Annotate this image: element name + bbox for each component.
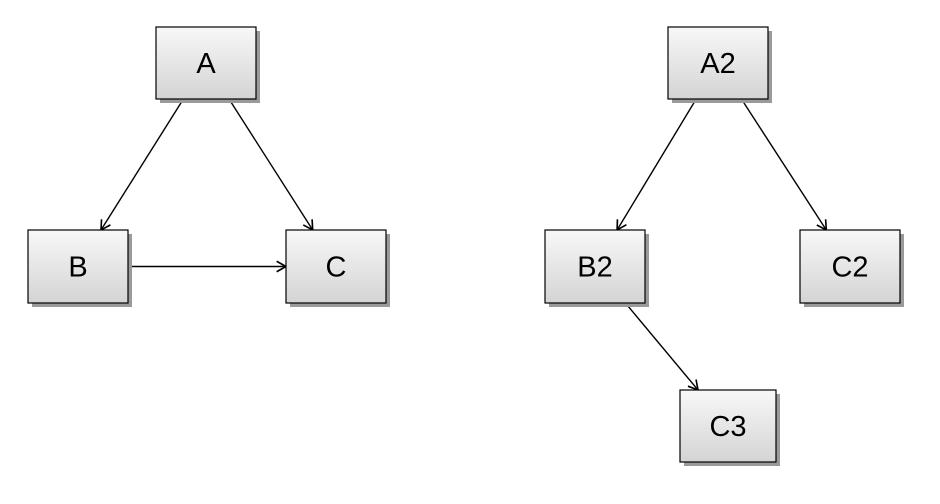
edge-A-to-B bbox=[100, 98, 184, 232]
node-A2: A2 bbox=[667, 26, 772, 103]
node-label: C2 bbox=[831, 252, 868, 284]
node-box bbox=[155, 26, 257, 100]
node-label: A2 bbox=[700, 48, 735, 80]
node-label: B2 bbox=[577, 252, 612, 284]
node-label: C bbox=[326, 252, 347, 284]
node-box bbox=[799, 229, 901, 304]
node-A: A bbox=[155, 26, 260, 103]
node-box bbox=[544, 229, 646, 304]
edge-B2-to-C3 bbox=[624, 302, 700, 392]
node-box bbox=[667, 26, 769, 100]
left-graph: A B C bbox=[27, 26, 390, 307]
node-label: A bbox=[196, 48, 216, 80]
node-B: B bbox=[27, 229, 132, 307]
edge-A2-to-C2 bbox=[740, 98, 828, 232]
node-C2: C2 bbox=[799, 229, 904, 307]
node-label: B bbox=[68, 252, 87, 284]
node-B2: B2 bbox=[544, 229, 649, 307]
node-C3: C3 bbox=[679, 389, 780, 466]
node-box bbox=[679, 389, 777, 463]
node-box bbox=[285, 229, 387, 304]
node-box bbox=[27, 229, 129, 304]
node-label: C3 bbox=[709, 411, 746, 443]
edge-A2-to-B2 bbox=[616, 98, 697, 232]
node-C: C bbox=[285, 229, 390, 307]
edge-A-to-C bbox=[228, 98, 314, 232]
